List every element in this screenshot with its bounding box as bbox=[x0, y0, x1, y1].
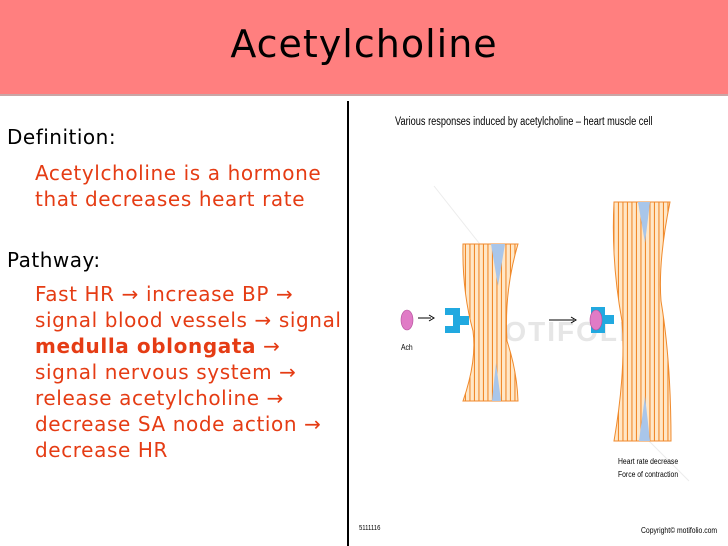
receptor-left bbox=[445, 308, 469, 333]
caption-heart-rate: Heart rate decrease bbox=[618, 457, 679, 466]
pathway-heading: Pathway: bbox=[7, 248, 101, 272]
muscle-cell-right bbox=[612, 201, 672, 442]
arrow-icon bbox=[570, 316, 577, 324]
watermark-line bbox=[648, 440, 690, 482]
arrow-right-icon: → bbox=[121, 282, 139, 306]
arrow-right-icon: → bbox=[266, 386, 284, 410]
arrow-right-icon: → bbox=[254, 308, 272, 332]
slide-title: Acetylcholine bbox=[230, 22, 498, 66]
ach-label: Ach bbox=[401, 343, 413, 352]
acetylcholine-figure: MOTIFOLIO bbox=[347, 101, 728, 546]
figure-code: 5111116 bbox=[359, 525, 381, 532]
pathway-bold-term: medulla oblongata bbox=[35, 334, 257, 358]
membrane-patch bbox=[492, 363, 501, 401]
copyright-text: Copyright© motifolio.com bbox=[641, 526, 718, 535]
arrow-right-icon: → bbox=[275, 282, 294, 306]
pathway-seg: decrease HR bbox=[35, 438, 168, 462]
pathway-seg: signal blood vessels bbox=[35, 308, 255, 332]
definition-heading: Definition: bbox=[7, 125, 117, 149]
receptor-right-bound bbox=[589, 307, 614, 333]
pathway-seg: Fast HR bbox=[35, 282, 122, 306]
pathway-seg: signal bbox=[271, 308, 342, 332]
pathway-seg: release acetylcholine bbox=[35, 386, 267, 410]
pathway-seg: increase BP bbox=[139, 282, 276, 306]
pathway-seg: signal nervous system bbox=[35, 360, 280, 384]
muscle-cell-left bbox=[462, 243, 519, 402]
pathway-seg: decrease SA node action bbox=[35, 412, 305, 436]
definition-text: Acetylcholine is a hormone that decrease… bbox=[35, 161, 322, 211]
membrane-patch bbox=[639, 396, 650, 441]
figure-title: Various responses induced by acetylcholi… bbox=[395, 116, 653, 128]
arrow-right-icon: → bbox=[279, 360, 297, 384]
title-bar: Acetylcholine bbox=[0, 0, 728, 96]
pathway-text: Fast HR → increase BP → signal blood ves… bbox=[35, 281, 347, 463]
membrane-patch bbox=[491, 244, 505, 286]
caption-force: Force of contraction bbox=[618, 470, 679, 479]
membrane-patch bbox=[638, 202, 650, 243]
arrow-right-icon: → bbox=[304, 412, 322, 436]
text-column: Definition: Acetylcholine is a hormone t… bbox=[7, 125, 347, 463]
ach-molecule bbox=[400, 309, 414, 331]
muscle-cell-diagram bbox=[400, 185, 690, 482]
arrow-right-icon: → bbox=[263, 334, 281, 358]
arrow-icon bbox=[428, 314, 435, 322]
